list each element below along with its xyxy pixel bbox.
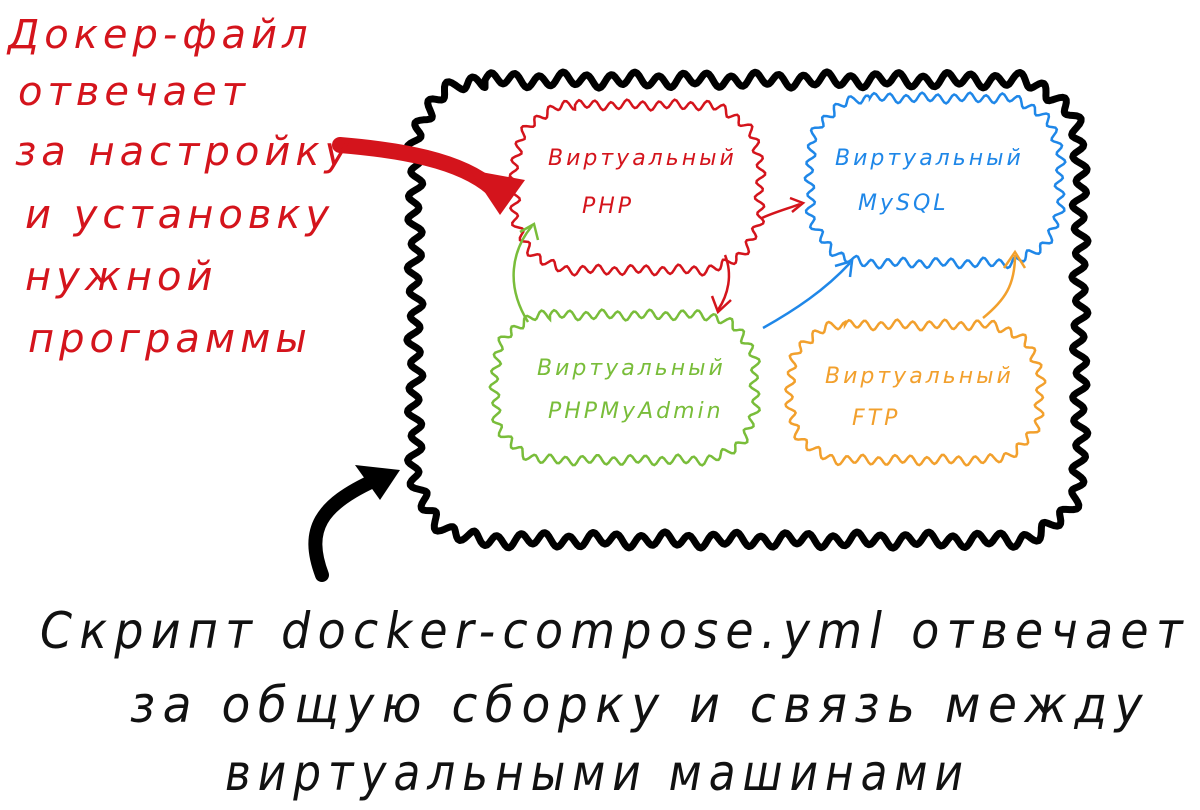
phpmyadmin-to-mysql-arrow <box>762 259 854 330</box>
php-to-mysql-arrow <box>761 196 806 220</box>
phpmyadmin-node-label-1: Виртуальный <box>537 356 726 381</box>
mysql-node-outline <box>803 91 1067 270</box>
compose-container-outline <box>403 68 1092 552</box>
phpmyadmin-node-outline <box>488 308 761 467</box>
php-node-label-2: PHP <box>582 194 634 219</box>
dockerfile-note-line-1: Докер-файл <box>6 12 313 58</box>
ftp-to-mysql-arrow <box>982 249 1027 319</box>
ftp-node-label-1: Виртуальный <box>825 364 1014 389</box>
dockerfile-note-line-3: за настройку <box>15 129 353 175</box>
compose-note-line-2: за общую сборку и связь между <box>130 676 1150 734</box>
php-node-outline <box>508 98 767 277</box>
compose-note: Скрипт docker-compose.yml отвечает за об… <box>40 602 1190 802</box>
compose-note-line-1: Скрипт docker-compose.yml отвечает <box>40 602 1190 660</box>
phpmyadmin-node-label-2: PHPMyAdmin <box>548 399 724 424</box>
php-node-label-1: Виртуальный <box>548 146 737 171</box>
phpmyadmin-to-php-arrow <box>512 222 540 323</box>
dockerfile-note-line-4: и установку <box>25 192 334 238</box>
dockerfile-note-line-6: программы <box>28 316 312 362</box>
compose-note-line-3: виртуальными машинами <box>225 744 970 802</box>
ftp-node-label-2: FTP <box>852 406 900 431</box>
dockerfile-note-line-2: отвечает <box>18 69 250 115</box>
dockerfile-note: Докер-файл отвечает за настройку и устан… <box>6 12 353 362</box>
dockerfile-arrow <box>332 137 525 215</box>
dockerfile-note-line-5: нужной <box>25 254 217 300</box>
mysql-node-label-2: MySQL <box>858 191 949 216</box>
compose-arrow <box>308 465 400 582</box>
php-to-phpmyadmin-arrow <box>710 254 732 315</box>
mysql-node-label-1: Виртуальный <box>835 146 1024 171</box>
ftp-node-outline <box>783 318 1047 467</box>
